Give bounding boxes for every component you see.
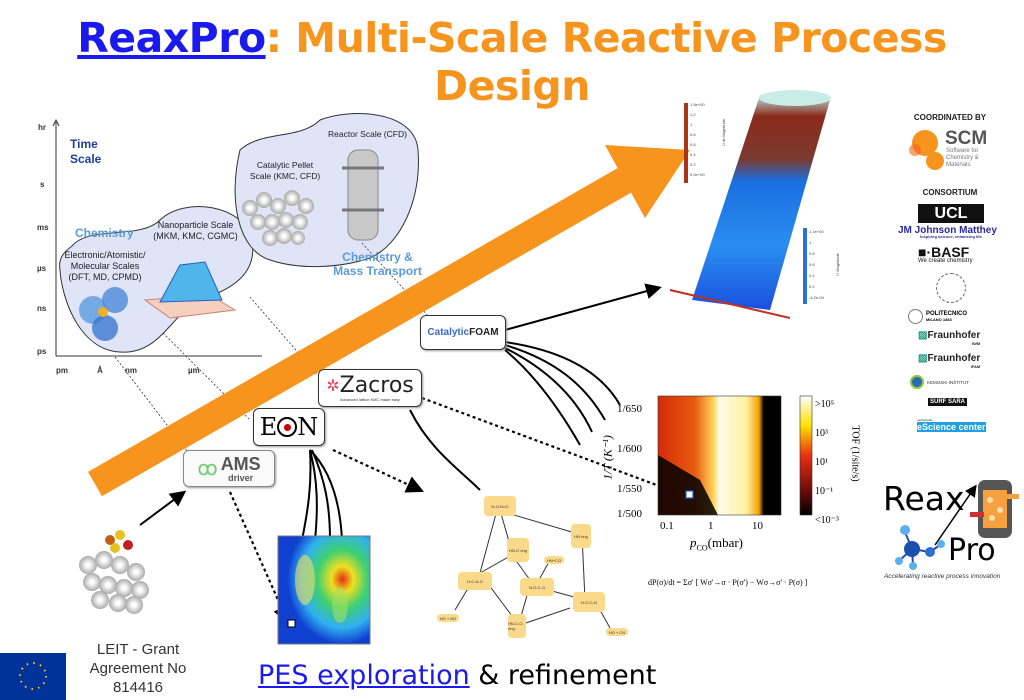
zacros-name: Zacros <box>339 372 414 398</box>
coordinated-by-label: COORDINATED BY <box>913 113 987 122</box>
master-equation: dP(σ)/dt = Σσ' [ Wσ'→σ · P(σ') − Wσ→σ' ·… <box>648 578 808 587</box>
network-node: HN ring <box>571 524 591 548</box>
scm-logo[interactable]: SCM <box>945 128 988 149</box>
x-tick: Å <box>97 366 103 375</box>
page-title: ReaxPro: Multi-Scale Reactive Process De… <box>0 14 1024 110</box>
eon-n: N <box>297 413 319 441</box>
reaxpro-tagline: Accelerating reactive process innovation <box>884 573 1001 580</box>
reactor-scale-label: Reactor Scale (CFD) <box>328 129 407 139</box>
network-leaf: HO + CN <box>606 628 628 636</box>
orbital-image <box>79 287 128 341</box>
chemistry-mass-transport-label: Chemistry &Mass Transport <box>333 250 422 278</box>
heatmap-x-tick: 0.1 <box>660 520 674 532</box>
heatmap-x-tick: 10 <box>752 520 763 532</box>
y-tick: hr <box>38 123 46 132</box>
network-node: H-C-N-O <box>458 572 492 590</box>
surfsara-logo[interactable]: SURF SARA <box>928 398 968 406</box>
x-tick: µm <box>188 366 200 375</box>
eon-e: E <box>259 413 278 441</box>
cfd-simulation <box>669 90 831 319</box>
pellet-spheres <box>242 190 314 246</box>
heatmap-y-tick: 1/500 <box>617 508 643 520</box>
footer-rest: & refinement <box>469 660 657 691</box>
x-tick: nm <box>125 366 137 375</box>
electronic-scale-label: Electronic/Atomistic/Molecular Scales(DF… <box>64 250 146 282</box>
colorbar-label: TOF (1/site/s) <box>849 425 861 482</box>
y-tick: s <box>40 180 45 189</box>
y-tick: µs <box>37 264 47 273</box>
pes-exploration-link[interactable]: PES exploration <box>258 660 470 691</box>
pes-map <box>277 535 371 645</box>
reaxpro-logo-reax: Reax <box>883 479 965 518</box>
scale-arrow <box>88 145 690 497</box>
y-tick: ns <box>37 304 47 313</box>
catalyticfoam-text: Catalytic <box>427 327 470 338</box>
network-node: H-O-C-N <box>573 592 605 612</box>
ams-icon: ꝏ <box>197 458 218 480</box>
nanoparticle-scale-label: Nanoparticle Scale(MKM, KMC, CGMC) <box>153 220 238 241</box>
network-node: HN-O ring <box>507 538 529 562</box>
reactor-vessel <box>342 149 384 241</box>
clock-icon <box>277 417 298 437</box>
heatmap-ylabel: 1/T (K⁻¹) <box>600 435 615 480</box>
nanocluster-image <box>79 530 149 614</box>
chemistry-label: Chemistry <box>75 226 134 240</box>
footer-caption: PES exploration & refinement <box>258 660 656 691</box>
tof-heatmap <box>657 395 813 516</box>
network-node: H-O-N=O <box>484 496 516 516</box>
consortium-label: CONSORTIUM <box>922 188 978 197</box>
cfd-colorbar-1-title: U.dt Magnitude <box>721 118 727 147</box>
ams-sub: driver <box>228 472 254 483</box>
university-seal-logo[interactable] <box>936 273 966 303</box>
reaxpro-link[interactable]: ReaxPro <box>77 14 266 62</box>
multiscale-axes <box>52 118 262 357</box>
title-rest: : Multi-Scale Reactive Process Design <box>265 14 948 110</box>
zacros-logo[interactable]: ✲Zacros Advanced lattice KMC made easy <box>318 369 422 407</box>
x-tick: pm <box>56 366 68 375</box>
scm-logo-icon <box>909 130 944 170</box>
nanoparticle-image <box>143 261 237 319</box>
reaxpro-logo-pro: Pro <box>948 533 996 568</box>
ucl-logo[interactable]: UCL <box>918 204 984 223</box>
network-node: N-O-C-O <box>520 578 554 596</box>
zacros-icon: ✲ <box>326 377 340 395</box>
kemijski-institut-logo[interactable]: KEMIJSKI INŠTITUT <box>910 375 969 389</box>
cfd-colorbar-2-title: U Magnitude <box>834 253 840 276</box>
eu-flag-icon <box>0 653 66 700</box>
heatmap-xlabel: pCO(mbar) <box>690 535 743 553</box>
y-tick: ps <box>37 347 47 356</box>
y-tick: ms <box>37 223 49 232</box>
ams-name: AMS <box>220 453 261 474</box>
catalyticfoam-text-b: FOAM <box>469 327 499 338</box>
heatmap-x-tick: 1 <box>708 520 714 532</box>
network-leaf: HO + NO <box>437 614 459 622</box>
network-node: HN-C-O ring <box>508 614 526 638</box>
network-node: HN+CO <box>544 556 564 564</box>
reaxpro-logo-graphic <box>895 480 1019 570</box>
zacros-tagline: Advanced lattice KMC made easy <box>339 396 401 402</box>
